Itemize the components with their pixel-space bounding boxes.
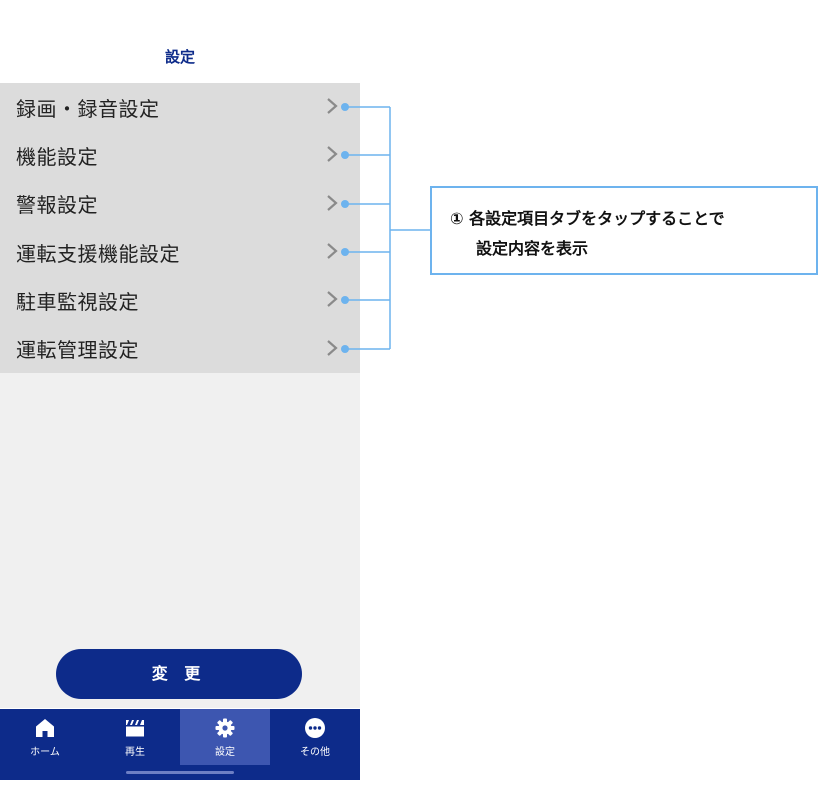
menu-item-driving-management-settings[interactable]: 運転管理設定 — [0, 324, 360, 372]
gear-icon — [215, 718, 235, 738]
page-title: 設定 — [164, 48, 195, 66]
chevron-right-icon — [327, 146, 338, 163]
menu-item-driving-assist-settings[interactable]: 運転支援機能設定 — [0, 228, 360, 276]
tab-label: 再生 — [125, 747, 145, 758]
chevron-right-icon — [327, 339, 338, 356]
clapperboard-icon — [126, 720, 144, 737]
menu-item-label: 機能設定 — [16, 144, 98, 169]
tab-home[interactable]: ホーム — [0, 709, 90, 765]
menu-item-function-settings[interactable]: 機能設定 — [0, 131, 360, 179]
chevron-right-icon — [327, 243, 338, 259]
tab-label: その他 — [300, 747, 330, 758]
menu-item-parking-monitor-settings[interactable]: 駐車監視設定 — [0, 276, 360, 324]
tab-label: 設定 — [215, 747, 235, 758]
more-icon — [305, 718, 325, 738]
callout-text: ① 各設定項目タブをタップすることで — [450, 209, 725, 228]
menu-item-label: 運転管理設定 — [16, 338, 139, 363]
settings-content-area: 録画・録音設定 機能設定 警報設定 運転支援機能設定 駐車監視設定 運転管理設定 — [0, 83, 360, 708]
callout-text: 設定内容を表示 — [476, 239, 589, 258]
home-icon — [36, 719, 54, 737]
chevron-right-icon — [327, 194, 338, 211]
menu-item-label: 駐車監視設定 — [16, 289, 139, 314]
tab-more[interactable]: その他 — [270, 709, 360, 765]
menu-item-recording-settings[interactable]: 録画・録音設定 — [0, 83, 360, 131]
menu-item-label: 録画・録音設定 — [16, 96, 160, 121]
menu-item-label: 警報設定 — [16, 193, 98, 218]
menu-item-alarm-settings[interactable]: 警報設定 — [0, 180, 360, 228]
tab-playback[interactable]: 再生 — [90, 709, 180, 765]
callout-annotation: ① 各設定項目タブをタップすることで 設定内容を表示 — [430, 186, 818, 275]
chevron-right-icon — [327, 291, 338, 308]
chevron-right-icon — [327, 98, 338, 114]
tab-label: ホーム — [30, 747, 60, 758]
menu-item-label: 運転支援機能設定 — [16, 241, 180, 266]
app-screen: 設定 録画・録音設定 機能設定 警報設定 運転支援機能設定 駐車監視設定 — [0, 0, 360, 790]
bottom-tab-bar: ホーム 再生 設定 — [0, 709, 360, 780]
home-indicator — [126, 771, 234, 774]
settings-menu-list: 録画・録音設定 機能設定 警報設定 運転支援機能設定 駐車監視設定 運転管理設定 — [0, 83, 360, 373]
tab-settings[interactable]: 設定 — [180, 709, 270, 765]
change-button[interactable]: 変 更 — [56, 649, 302, 699]
